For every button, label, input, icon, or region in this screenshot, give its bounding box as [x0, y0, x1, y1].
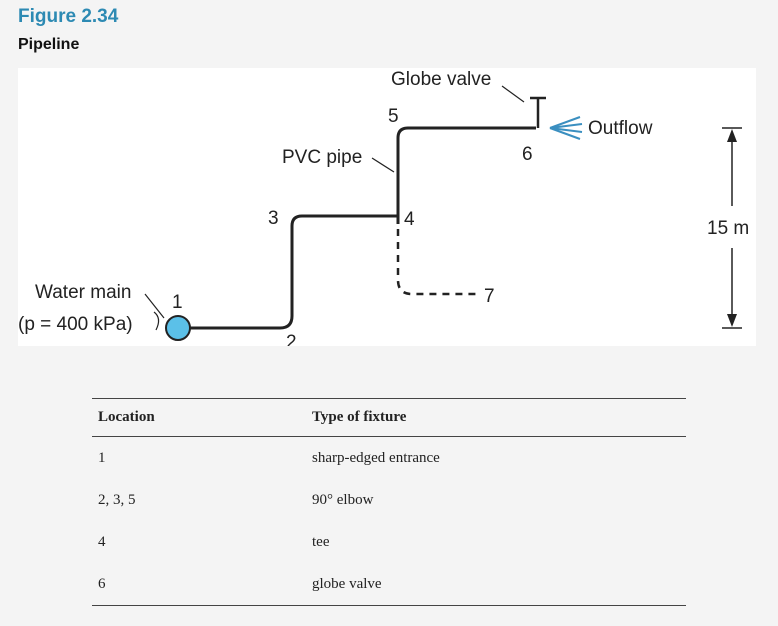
water-main-leader [144, 293, 165, 319]
location-cell: 6 [92, 563, 306, 606]
point-label-7: 7 [484, 286, 495, 307]
pvc-pipe-leader [371, 157, 395, 173]
point-label-2: 2 [286, 332, 297, 346]
point-label-5: 5 [388, 106, 399, 127]
table-row: 6 globe valve [92, 563, 686, 606]
table-row: 2, 3, 5 90° elbow [92, 479, 686, 521]
main-pipe [190, 126, 536, 330]
water-main-icon [165, 315, 191, 341]
point-label-6: 6 [522, 144, 533, 165]
fixture-cell: sharp-edged entrance [312, 449, 440, 466]
point-label-4: 4 [404, 209, 415, 230]
figure-label: Figure 2.34 [18, 6, 119, 27]
point-label-3: 3 [268, 208, 279, 229]
outflow-label: Outflow [588, 118, 653, 139]
figure-title: Pipeline [18, 36, 80, 53]
globe-valve-icon [530, 96, 546, 128]
point-label-1: 1 [172, 292, 183, 313]
pressure-label: (p = 400 kPa) [18, 314, 133, 335]
globe-valve-label: Globe valve [391, 69, 491, 90]
location-cell: 4 [98, 533, 106, 550]
table-row: 1 sharp-edged entrance [92, 437, 686, 480]
fixture-table: Location Type of fixture 1 sharp-edged e… [92, 398, 686, 606]
fixture-cell: tee [312, 533, 330, 550]
fixture-cell: 90° elbow [312, 491, 374, 508]
location-header: Location [92, 398, 306, 437]
height-label: 15 m [707, 218, 749, 239]
globe-valve-leader [501, 85, 525, 103]
pressure-bracket [153, 311, 160, 331]
fixture-header: Type of fixture [306, 398, 686, 437]
location-cell: 1 [98, 449, 106, 466]
water-main-label: Water main [35, 282, 131, 303]
outflow-spray-icon [549, 116, 583, 140]
table-header-row: Location Type of fixture [92, 398, 686, 437]
location-cell: 2, 3, 5 [98, 491, 136, 508]
pvc-pipe-label: PVC pipe [282, 147, 362, 168]
pipeline-diagram: Globe valve Outflow PVC pipe Water main … [18, 68, 756, 346]
height-dimension [722, 127, 742, 329]
fixture-cell: globe valve [306, 563, 686, 606]
table-row: 4 tee [92, 521, 686, 563]
